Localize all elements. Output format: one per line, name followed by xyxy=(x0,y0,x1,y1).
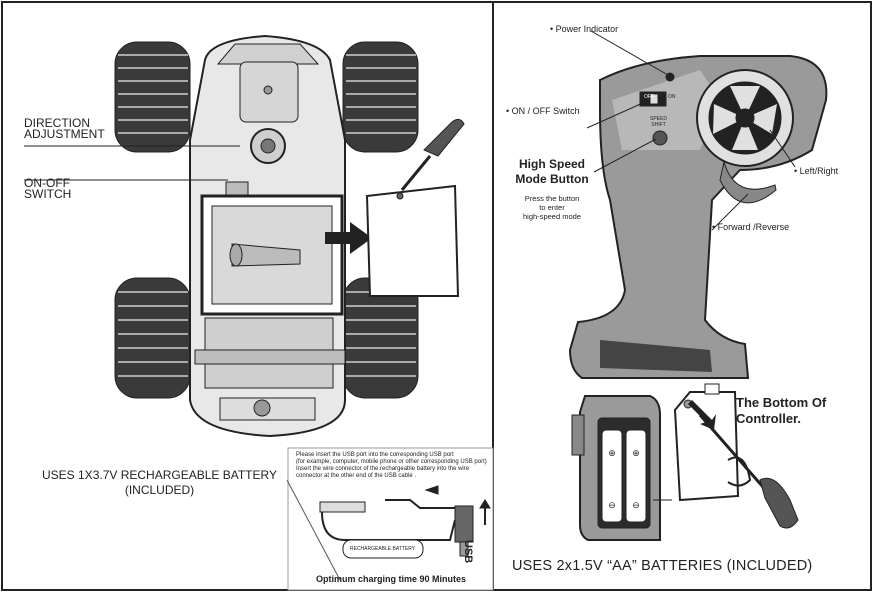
usb-instruction-line1: Please insert the USB port into the corr… xyxy=(296,452,454,458)
battery-label-line1: USES 1X3.7V RECHARGEABLE BATTERY xyxy=(42,468,277,482)
trigger xyxy=(719,161,777,204)
front-bumper xyxy=(216,43,320,65)
high-speed-mode-description: Press the button to enter high-speed mod… xyxy=(508,194,596,221)
battery-pack-label: RECHARGEABLE BATTERY xyxy=(350,546,416,552)
direction-label-line2: ADJUSTMENT xyxy=(24,127,105,141)
charging-time-value: 90 Minutes xyxy=(419,574,467,584)
charging-time-text: Optimum charging time xyxy=(316,574,418,584)
screwdriver-shaft xyxy=(400,155,432,191)
on-off-switch-controller-label: • ON / OFF Switch xyxy=(506,106,580,116)
aa-battery-2 xyxy=(625,429,647,523)
on-off-switch-label: ON-OFF SWITCH xyxy=(24,176,72,201)
bottom-of-controller-label: The Bottom Of Controller. xyxy=(736,395,826,427)
switch-label-line1: ON-OFF xyxy=(24,176,70,190)
on-off-switch-part xyxy=(225,181,249,197)
tire-front-left xyxy=(114,41,191,153)
left-right-label: • Left/Right xyxy=(794,166,839,176)
screwdriver-2-handle xyxy=(759,477,799,529)
power-indicator-leader xyxy=(590,30,669,76)
switch-label-line2: SWITCH xyxy=(24,187,72,201)
svg-text:⊕: ⊕ xyxy=(608,448,616,458)
svg-text:⊕: ⊕ xyxy=(632,448,640,458)
aa-battery-cover xyxy=(673,391,740,502)
usb-plug xyxy=(454,505,474,543)
high-speed-title-line1: High Speed xyxy=(518,157,585,171)
aa-battery-1 xyxy=(601,429,623,523)
usb-instruction-text: Please insert the USB port into the corr… xyxy=(296,452,490,480)
high-speed-desc-line1: Press the button xyxy=(524,194,580,203)
high-speed-mode-title: High Speed Mode Button xyxy=(508,157,596,187)
remote-controller xyxy=(568,55,828,379)
bottom-label-line2: Controller. xyxy=(736,411,802,426)
battery-pack xyxy=(342,539,424,559)
speed-shift-button xyxy=(652,130,668,146)
aa-battery-compartment: ⊕ ⊕ ⊖ ⊖ xyxy=(571,383,799,541)
power-indicator-label: • Power Indicator xyxy=(550,24,619,34)
usb-cable-illustration xyxy=(319,485,491,559)
tire-rear-right xyxy=(342,277,419,399)
tire-front-right xyxy=(342,41,419,153)
usb-instruction-line2: (for example, computer, mobile phone or … xyxy=(296,459,487,465)
on-off-leader xyxy=(586,101,646,129)
direction-label-line1: DIRECTION xyxy=(24,116,90,130)
rechargeable-battery-label: USES 1X3.7V RECHARGEABLE BATTERY (INCLUD… xyxy=(32,468,287,498)
usb-instruction-line4: connector at the other end of the USB ca… xyxy=(296,473,417,479)
usb-leader-line xyxy=(286,479,341,581)
high-speed-title-line2: Mode Button xyxy=(515,172,589,186)
high-speed-leader xyxy=(593,138,657,173)
screwdriver-handle xyxy=(423,118,465,157)
high-speed-desc-line3: high-speed mode xyxy=(523,212,581,221)
svg-text:⊖: ⊖ xyxy=(632,500,640,510)
rc-truck-illustration xyxy=(114,34,465,438)
left-right-leader xyxy=(769,129,796,168)
high-speed-desc-line2: to enter xyxy=(539,203,565,212)
speed-shift-line1: SPEED xyxy=(650,116,667,122)
direction-adjustment-label: DIRECTION ADJUSTMENT xyxy=(24,116,105,141)
battery-cover xyxy=(365,184,460,297)
screwdriver-2-shaft xyxy=(698,414,772,496)
on-text: ON xyxy=(668,94,676,100)
off-text: OFF xyxy=(644,94,654,100)
rear-axle xyxy=(194,349,346,365)
charging-time-label: Optimum charging time 90 Minutes xyxy=(316,574,466,584)
usb-instruction-line3: Insert the wire connector of the recharg… xyxy=(296,466,470,472)
battery-label-line2: (INCLUDED) xyxy=(124,483,195,497)
speed-shift-line2: SHIFT xyxy=(651,122,666,128)
usb-label: USB xyxy=(462,540,474,564)
svg-text:⊖: ⊖ xyxy=(608,500,616,510)
forward-reverse-leader xyxy=(711,193,749,231)
aa-batteries-label: USES 2x1.5V “AA” BATTERIES (INCLUDED) xyxy=(512,558,813,574)
forward-reverse-label: • Forward /Reverse xyxy=(712,222,790,232)
bottom-label-line1: The Bottom Of xyxy=(736,395,827,410)
remove-cover-arrow xyxy=(325,222,372,254)
tire-rear-left xyxy=(114,277,191,399)
speed-shift-label: SPEED SHIFT xyxy=(650,116,667,128)
cover-remove-arrow xyxy=(688,400,716,430)
